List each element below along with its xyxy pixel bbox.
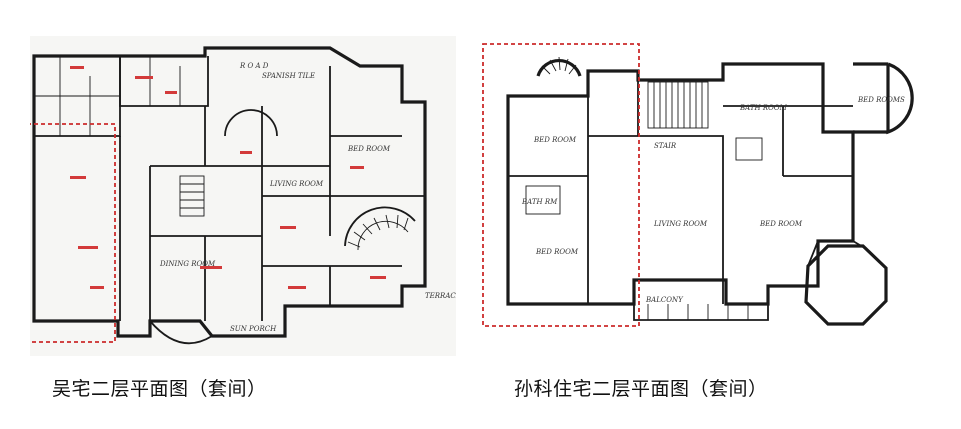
caption-wu-residence: 吴宅二层平面图（套间） [52,378,267,400]
bath-fixture-right [735,137,763,161]
label-bed-rooms-top-right: BED ROOMS [857,96,905,104]
label-bath-room: BATH ROOM [739,104,788,112]
label-bath-rm: BATH RM [521,198,558,206]
wall-lower-rooms [150,235,402,321]
wall-top-mid-block [119,56,209,107]
tower-treads [541,56,577,75]
label-road: R O A D [239,62,269,70]
bay-diagonal-walls [807,240,869,267]
wall-sun-porch-curve [149,320,213,345]
label-sun-porch: SUN PORCH [230,325,277,333]
label-living-room: LIVING ROOM [653,220,708,228]
label-bed-room-2: BED ROOM [535,248,579,256]
label-spanish-tile: SPANISH TILE [262,72,315,80]
sun-ke-residence-floor-plan: BED ROOMS BATH ROOM BED ROOM STAIR BATH … [478,36,948,356]
highlight-suite-box-left [30,123,116,343]
red-annotations [70,66,386,289]
wall-central [119,106,330,321]
label-terrace: TERRACE [425,292,456,300]
main-stair [647,81,709,129]
interior-walls [508,80,853,304]
wu-residence-floor-plan: R O A D SPANISH TILE BED ROOM LIVING ROO… [30,36,456,356]
bath-fixture-left [525,185,561,215]
label-balcony: BALCONY [645,296,684,304]
stair-curve-outer [344,206,416,247]
bay-connect-walls [853,62,888,134]
octagonal-bay [804,244,888,326]
balcony-balusters [647,304,749,320]
highlight-suite-box-right [482,43,640,327]
partition-walls-top [34,56,181,136]
label-bed-room-right: BED ROOM [759,220,803,228]
label-bed-room: BED ROOM [347,145,391,153]
wall-round-bay [224,109,278,137]
label-dining-room: DINING ROOM [159,260,216,268]
wu-plan-drawing: R O A D SPANISH TILE BED ROOM LIVING ROO… [30,36,456,356]
label-living-room: LIVING ROOM [269,180,324,188]
wall-right-rooms [261,66,425,321]
center-stair [179,175,205,217]
outer-wall [32,46,427,338]
label-bed-room-1: BED ROOM [533,136,577,144]
sun-plan-drawing: BED ROOMS BATH ROOM BED ROOM STAIR BATH … [478,36,948,356]
round-bay-right [886,62,914,135]
caption-sun-ke-residence: 孙科住宅二层平面图（套间） [514,378,768,400]
balcony-rail [633,304,769,321]
stair-treads [347,214,409,248]
label-stair: STAIR [654,142,677,150]
